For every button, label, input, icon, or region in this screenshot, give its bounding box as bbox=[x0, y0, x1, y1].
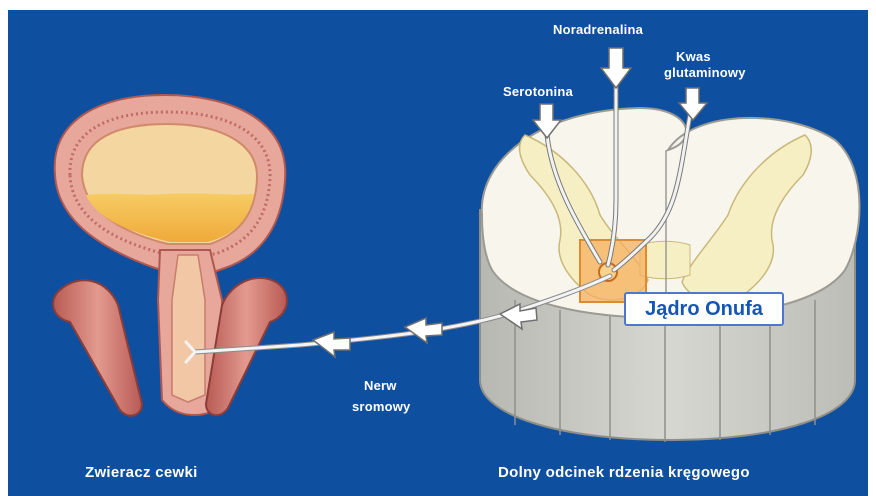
label-serotonin: Serotonina bbox=[503, 84, 573, 99]
spinal-cord-illustration bbox=[480, 108, 860, 442]
nerve-arrow-icon bbox=[405, 318, 442, 343]
onuf-nucleus-label-box: Jądro Onufa bbox=[624, 292, 784, 326]
nerve-arrow-icon bbox=[313, 332, 350, 357]
label-nerve-line2: sromowy bbox=[352, 399, 410, 414]
bladder-illustration bbox=[53, 95, 287, 416]
label-glutamate-line2: glutaminowy bbox=[664, 65, 746, 80]
label-onuf-nucleus: Jądro Onufa bbox=[626, 294, 782, 324]
label-glutamate-line1: Kwas bbox=[676, 49, 711, 64]
label-nerve-line1: Nerw bbox=[364, 378, 397, 393]
caption-sphincter: Zwieracz cewki bbox=[85, 464, 198, 481]
label-noradrenaline: Noradrenalina bbox=[553, 22, 643, 37]
noradrenaline-arrow-icon bbox=[601, 48, 631, 88]
glutamate-arrow-icon bbox=[679, 88, 707, 120]
caption-spinal-cord: Dolny odcinek rdzenia kręgowego bbox=[498, 464, 750, 481]
